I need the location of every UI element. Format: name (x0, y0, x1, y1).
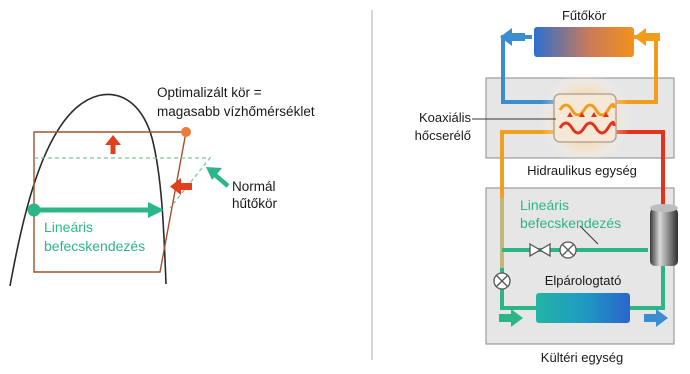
linear-injection-leader (579, 225, 599, 245)
evaporator-coil (536, 293, 630, 323)
optimized-cycle (33, 131, 187, 273)
linear-label-line2: befecskendezés (44, 238, 145, 254)
right-linear-label-line1: Lineáris (520, 197, 569, 213)
main-expansion-valve-icon (493, 272, 511, 290)
coaxial-heat-exchanger (539, 72, 631, 164)
normal-cycle-pointer-icon (206, 167, 230, 188)
optimized-point (181, 127, 191, 137)
air-out-arrow-icon (644, 309, 668, 327)
right-linear-label-line2: befecskendezés (520, 215, 621, 231)
hydraulic-unit-label: Hidraulikus egység (527, 163, 637, 178)
left-cycle-diagram: Optimalizált kör = magasabb vízhőmérsékl… (9, 85, 315, 287)
right-system-diagram: Fűtőkör Koaxiális hőcserélő Hidraulikus … (415, 8, 678, 365)
heating-circuit-label: Fűtőkör (562, 8, 607, 23)
optimized-label-line2: magasabb vízhőmérséklet (157, 104, 315, 119)
normal-label-line1: Normál (232, 179, 276, 194)
linear-injection-arrow (27, 202, 164, 218)
linear-label-line1: Lineáris (44, 219, 93, 235)
outdoor-unit-label: Kültéri egység (541, 350, 623, 365)
injection-valve-icon (559, 241, 577, 259)
heating-circuit-exchanger (534, 27, 634, 57)
compressor (650, 204, 678, 266)
saturation-dome (9, 93, 167, 287)
heating-in-arrow-icon (634, 28, 660, 46)
coaxial-label-line1: Koaxiális (419, 110, 472, 125)
evaporator-label: Elpárologtató (545, 273, 622, 288)
normal-cycle (34, 157, 212, 209)
air-in-arrow-icon (499, 309, 523, 327)
optimized-label-line1: Optimalizált kör = (157, 85, 262, 100)
shift-left-arrow-icon (170, 178, 192, 195)
raise-arrow-icon (105, 135, 121, 154)
normal-label-line2: hűtőkör (232, 196, 278, 211)
coaxial-label-line2: hőcserélő (415, 128, 471, 143)
heating-out-arrow-icon (500, 28, 525, 46)
expansion-valve-icon (529, 242, 551, 258)
